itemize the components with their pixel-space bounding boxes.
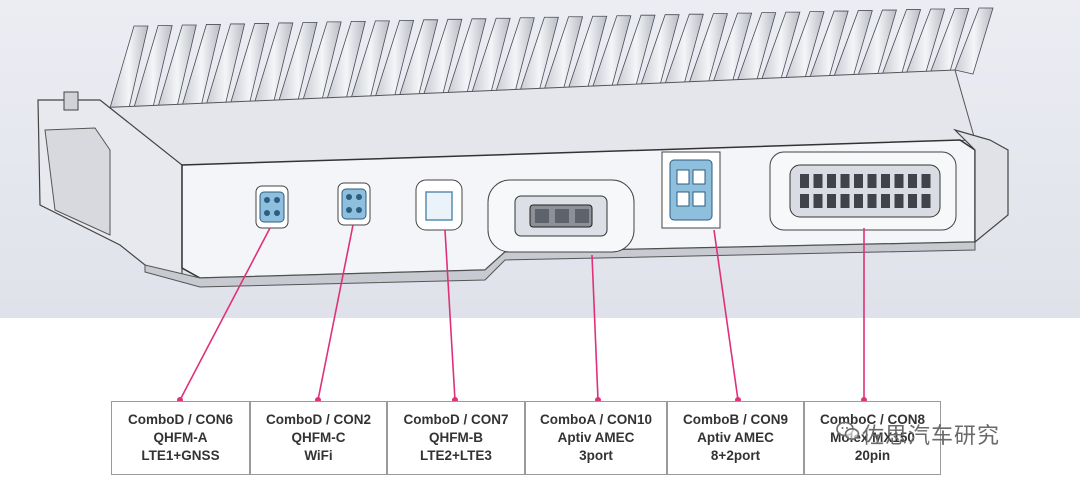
connector-pin bbox=[840, 174, 850, 188]
connector-pin bbox=[813, 174, 823, 188]
callout-con9-line1: ComboB / CON9 bbox=[682, 412, 788, 427]
connector-pin bbox=[867, 194, 877, 208]
connector-con7 bbox=[415, 179, 463, 231]
callout-con7-line2: QHFM-B bbox=[429, 430, 483, 445]
callout-con10-line2: Aptiv AMEC bbox=[557, 430, 635, 445]
connector-con2 bbox=[337, 182, 371, 226]
callout-con7: ComboD / CON7 QHFM-B LTE2+LTE3 bbox=[387, 401, 525, 475]
callout-con7-line3: LTE2+LTE3 bbox=[420, 448, 492, 463]
mounting-stud bbox=[63, 91, 79, 111]
connector-pin bbox=[921, 194, 931, 208]
leader-con7 bbox=[444, 229, 456, 401]
connector-con10 bbox=[487, 179, 635, 253]
connector-pin bbox=[894, 174, 904, 188]
connector-con9 bbox=[661, 151, 721, 229]
connector-pin bbox=[881, 194, 890, 208]
wechat-icon bbox=[836, 421, 860, 440]
watermark-text: 佐思汽车研究 bbox=[862, 424, 1001, 449]
callout-con6-line2: QHFM-A bbox=[153, 430, 208, 445]
connector-pin bbox=[854, 174, 863, 188]
callout-con2-line1: ComboD / CON2 bbox=[265, 412, 371, 427]
callout-con9-line2: Aptiv AMEC bbox=[697, 430, 774, 445]
callout-con2-line3: WiFi bbox=[304, 448, 333, 463]
callout-con8: ComboC / CON8 Molex MX150 20pin bbox=[804, 401, 941, 475]
connector-pin bbox=[908, 194, 917, 208]
connector-pin bbox=[854, 194, 863, 208]
connector-pin bbox=[840, 194, 850, 208]
connector-pin bbox=[800, 174, 809, 188]
callout-con6-line1: ComboD / CON6 bbox=[127, 412, 233, 427]
connector-pin bbox=[800, 194, 809, 208]
connector-con8 bbox=[769, 151, 957, 231]
callout-con6: ComboD / CON6 QHFM-A LTE1+GNSS bbox=[111, 401, 250, 475]
callout-con8-line3: 20pin bbox=[854, 448, 891, 463]
callout-con7-line1: ComboD / CON7 bbox=[403, 412, 509, 427]
connector-pin bbox=[881, 174, 890, 188]
connector-pin bbox=[908, 174, 917, 188]
connector-pin bbox=[921, 174, 931, 188]
connector-pin bbox=[813, 194, 823, 208]
callout-con9-line3: 8+2port bbox=[710, 448, 761, 463]
callout-con6-line3: LTE1+GNSS bbox=[141, 448, 220, 463]
callout-con9: ComboB / CON9 Aptiv AMEC 8+2port bbox=[667, 401, 804, 475]
connector-pin bbox=[894, 194, 904, 208]
leader-con2 bbox=[317, 224, 354, 401]
callout-con2-line2: QHFM-C bbox=[291, 430, 346, 445]
connector-pin bbox=[827, 174, 836, 188]
heat-sink-fin bbox=[954, 7, 994, 75]
connector-pin bbox=[827, 194, 836, 208]
connector-con6 bbox=[255, 185, 289, 229]
leader-con9 bbox=[713, 229, 739, 401]
leader-con6 bbox=[179, 227, 271, 401]
connector-pin bbox=[867, 174, 877, 188]
callout-con10: ComboA / CON10 Aptiv AMEC 3port bbox=[525, 401, 667, 475]
housing-right-end bbox=[952, 128, 1009, 244]
callout-con10-line3: 3port bbox=[579, 448, 613, 463]
housing-bottom-edge bbox=[144, 241, 976, 288]
callout-con10-line1: ComboA / CON10 bbox=[539, 412, 652, 427]
leader-con10 bbox=[591, 254, 599, 401]
callout-con2: ComboD / CON2 QHFM-C WiFi bbox=[250, 401, 387, 475]
housing-left-flange bbox=[44, 127, 111, 236]
